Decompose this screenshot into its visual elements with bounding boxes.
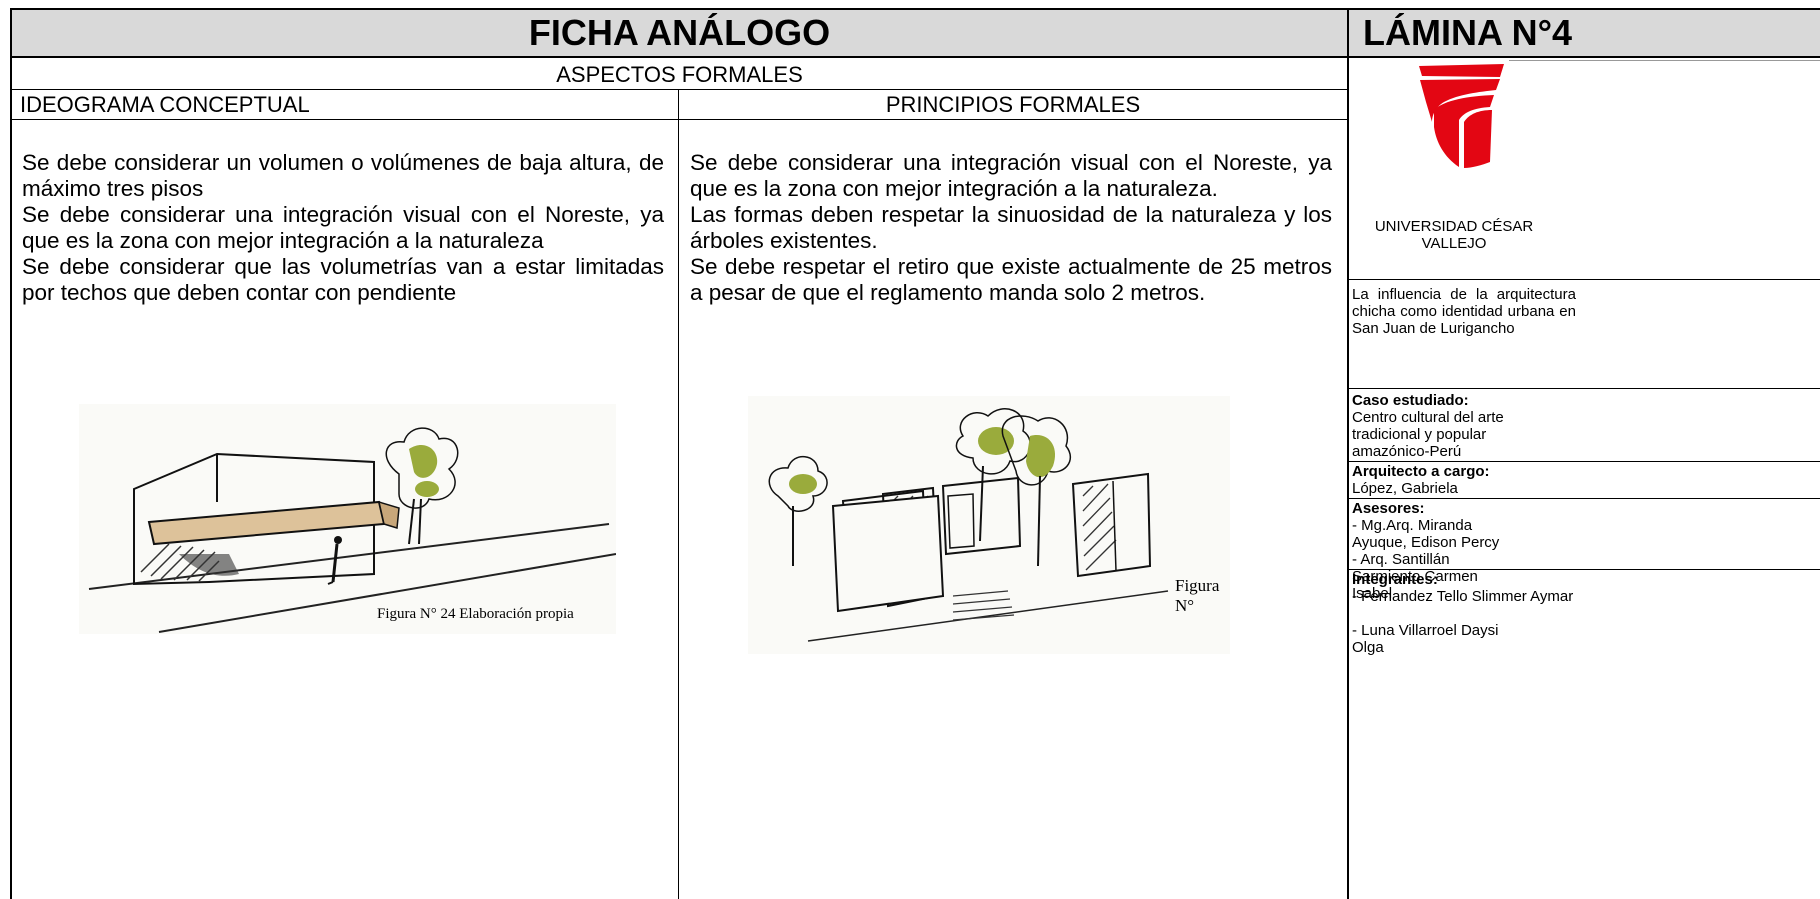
left-heading: IDEOGRAMA CONCEPTUAL (20, 92, 310, 117)
frame-left-border (10, 58, 12, 899)
architect-value: López, Gabriela (1352, 480, 1458, 497)
divider (1349, 498, 1820, 499)
heading-divider (10, 119, 1349, 120)
middle-text: Se debe considerar una integración visua… (690, 150, 1332, 306)
advisors-label: Asesores: (1352, 500, 1425, 517)
member-item: - Luna Villarroel Daysi Olga (1352, 622, 1499, 656)
advisor-item: - Arq. Santillán Sarmiento Carmen Isabel (1352, 551, 1478, 602)
divider (1349, 461, 1820, 462)
left-paragraph: Se debe considerar que las volumetrías v… (22, 254, 664, 305)
case-label-text: Caso estudiado: (1352, 392, 1469, 409)
divider (1349, 569, 1820, 570)
middle-paragraph: Las formas deben respetar la sinuosidad … (690, 202, 1332, 253)
university-logo-icon (1419, 64, 1504, 168)
section-title: ASPECTOS FORMALES (556, 62, 803, 87)
advisor-item: - Mg.Arq. Miranda Ayuque, Edison Percy (1352, 517, 1500, 551)
sheet-number: LÁMINA N°4 (1347, 8, 1820, 58)
principles-drawing (768, 408, 1169, 642)
left-paragraph: Se debe considerar un volumen o volúmene… (22, 150, 664, 201)
university-name: UNIVERSIDAD CÉSAR VALLEJO (1374, 218, 1534, 252)
divider (1349, 279, 1820, 280)
members-label: Integrantes: (1352, 571, 1438, 588)
architect-label: Arquitecto a cargo: (1352, 463, 1490, 480)
left-paragraph: Se debe considerar una integración visua… (22, 202, 664, 253)
middle-paragraph: Se debe considerar una integración visua… (690, 150, 1332, 201)
member-item: - Fernandez Tello Slimmer Aymar (1352, 588, 1574, 605)
case-label: Caso estudiado: (1352, 392, 1469, 409)
figure-caption: Figura N° (1175, 576, 1220, 615)
figure-caption: Figura N° 24 Elaboración propia (377, 606, 574, 622)
left-text: Se debe considerar un volumen o volúmene… (22, 150, 664, 306)
divider (1509, 60, 1820, 61)
info-sidebar: UNIVERSIDAD CÉSAR VALLEJO La influencia … (1349, 58, 1820, 899)
ideogram-drawing (88, 427, 617, 633)
section-divider (10, 89, 1349, 90)
frame-column-divider (1347, 58, 1349, 899)
thesis-title: La influencia de la arquitectura chicha … (1352, 286, 1576, 337)
middle-heading: PRINCIPIOS FORMALES (885, 92, 1141, 117)
page-title: FICHA ANÁLOGO (10, 8, 1349, 58)
ideogram-sketch: Figura N° 24 Elaboración propia (79, 404, 617, 634)
middle-divider (678, 89, 679, 899)
principles-sketch: Figura N° (748, 396, 1230, 654)
members-label-text: Integrantes: (1352, 571, 1438, 588)
middle-paragraph: Se debe respetar el retiro que existe ac… (690, 254, 1332, 305)
divider (1349, 388, 1820, 389)
architect-label-text: Arquitecto a cargo: (1352, 463, 1490, 480)
advisors-label-text: Asesores: (1352, 500, 1425, 517)
case-value: Centro cultural del arte tradicional y p… (1352, 409, 1504, 460)
